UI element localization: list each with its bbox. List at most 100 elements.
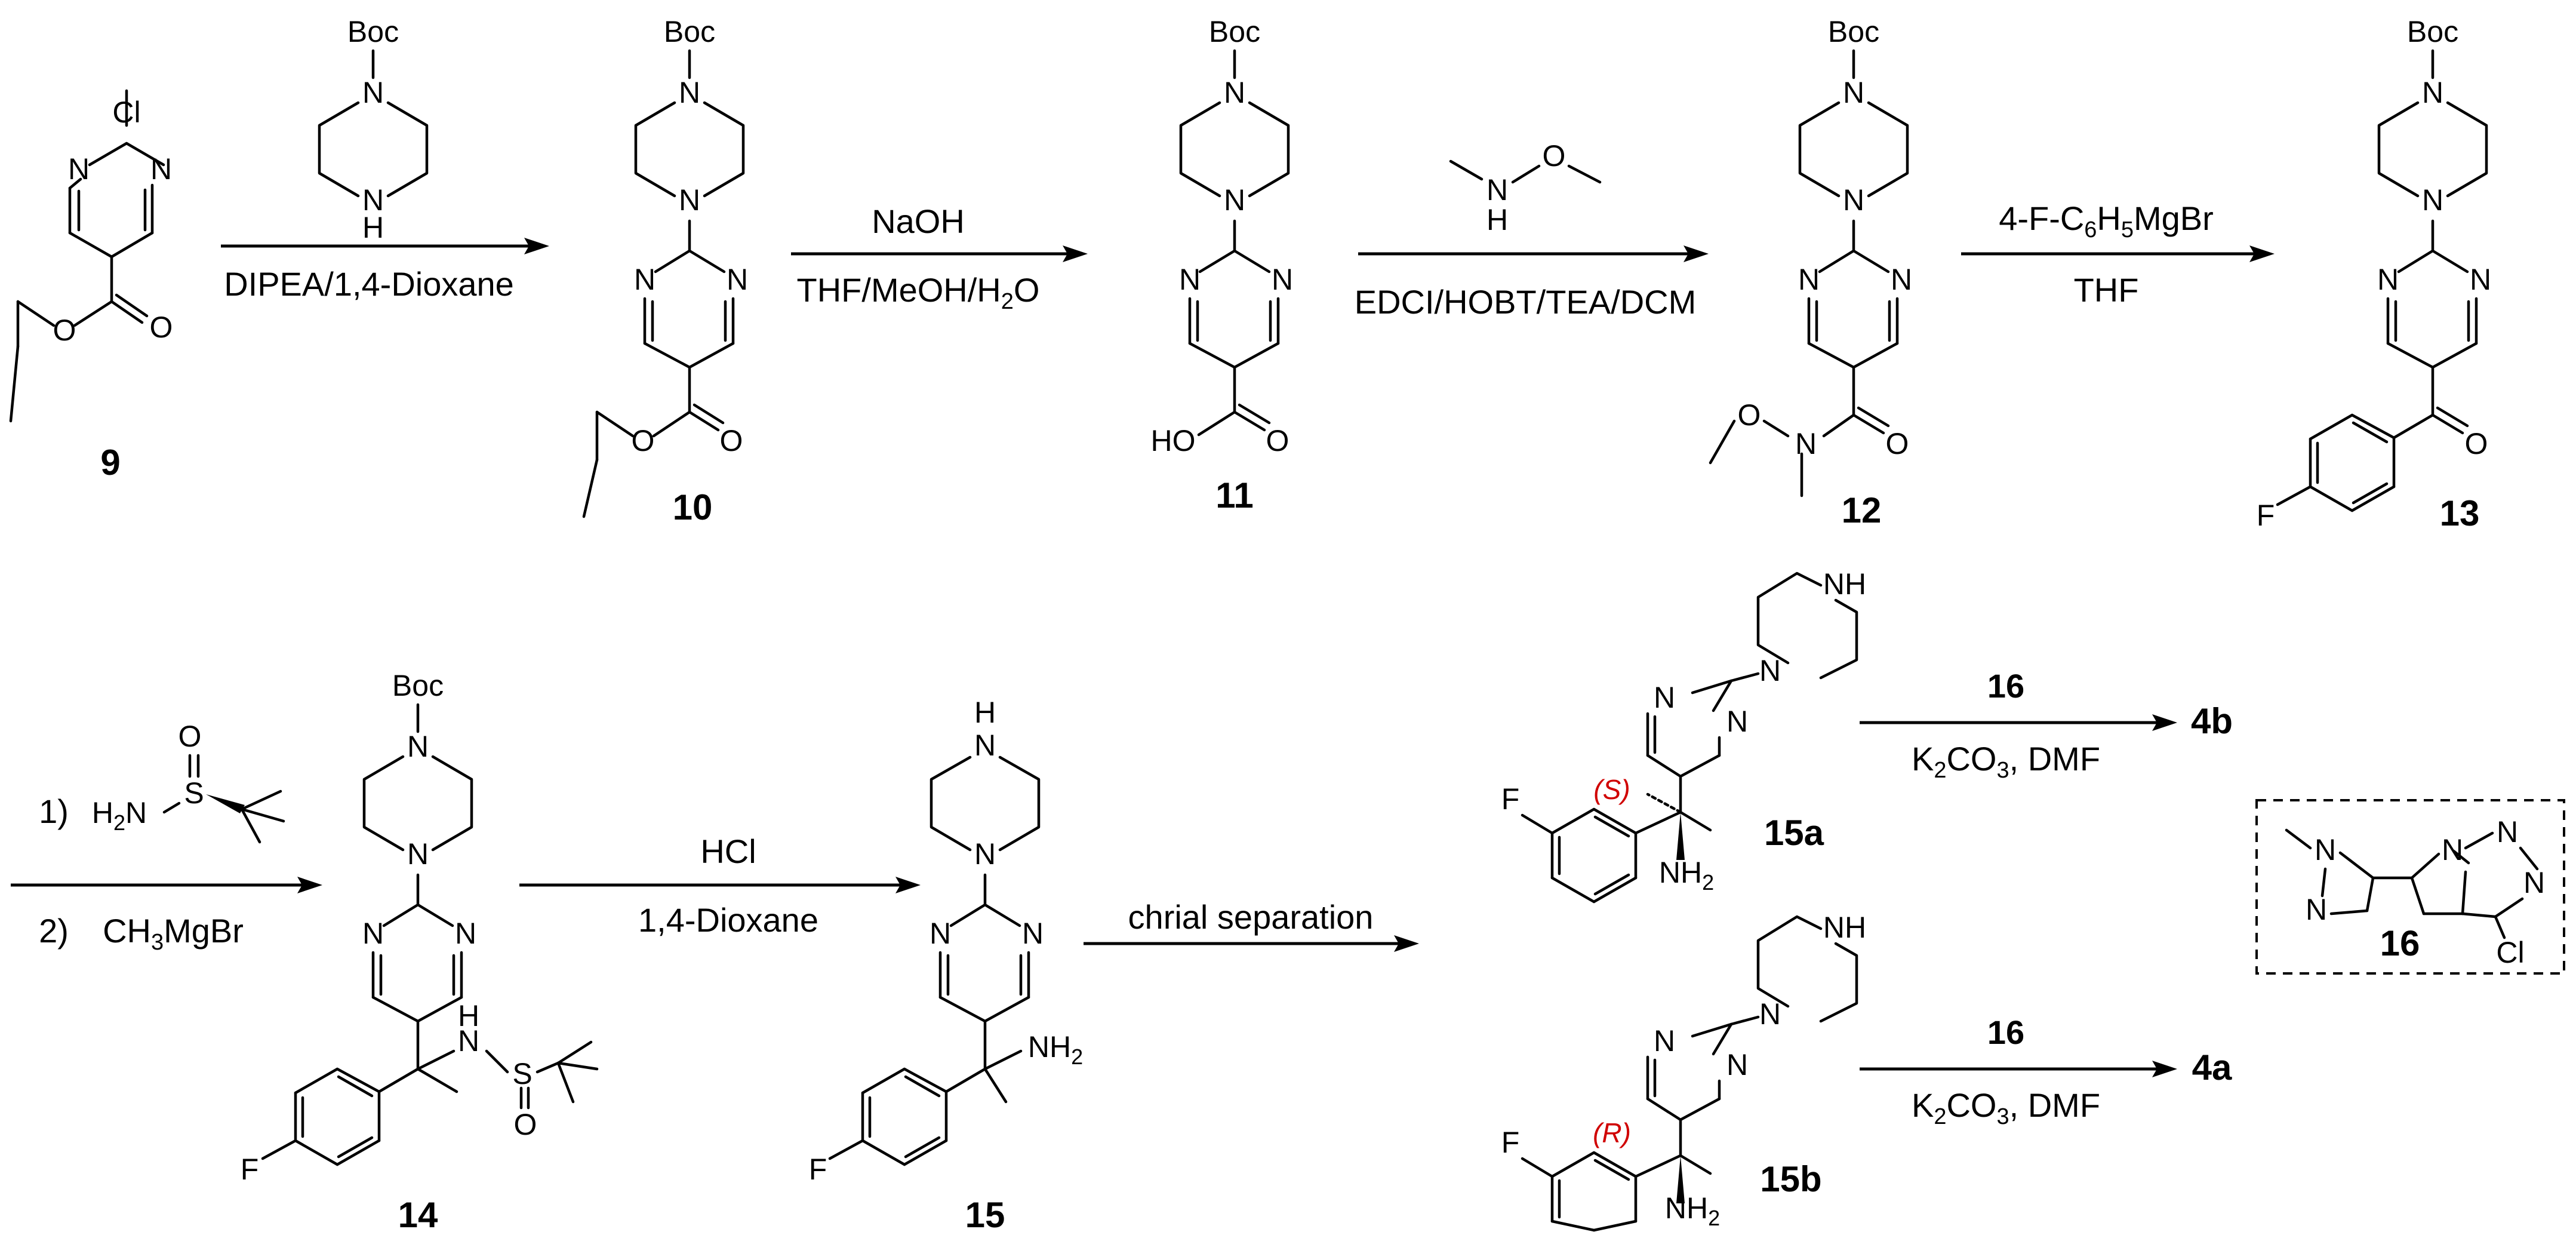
atom-o: O [720, 424, 743, 457]
atom-nh2: NH2 [1028, 1030, 1083, 1069]
atom-o: O [1886, 427, 1909, 460]
condition-text: CH3MgBr [103, 912, 244, 955]
atom-n: N [2422, 76, 2443, 109]
reaction-arrow-6: HCl 1,4-Dioxane [519, 832, 921, 939]
compound-label-14: 14 [398, 1195, 438, 1235]
atom-n: N [1891, 263, 1912, 296]
atom-nh: NH [1823, 911, 1866, 944]
atom-n: N [2523, 866, 2545, 899]
atom-n: N [407, 837, 429, 871]
reaction-arrow-1: DIPEA/1,4-Dioxane [221, 238, 549, 303]
atom-n: N [2315, 833, 2336, 867]
compound-label-12: 12 [1842, 490, 1882, 530]
atom-n: N [458, 1024, 479, 1058]
atom-n: N [2470, 263, 2491, 296]
atom-n: N [2442, 833, 2463, 867]
atom-n: N [68, 152, 90, 186]
compound-12: Boc N N N N O N O 12 [1709, 15, 1912, 530]
condition-text: NaOH [872, 202, 965, 240]
atom-n: N [1726, 705, 1748, 738]
product-label-4a: 4a [2192, 1047, 2232, 1087]
condition-text: 16 [1987, 667, 2024, 705]
condition-text: 16 [1987, 1013, 2024, 1051]
atom-nh2: NH2 [1659, 856, 1714, 895]
atom-boc: Boc [347, 15, 399, 48]
compound-14: Boc N N N N N [241, 669, 599, 1235]
atom-h: H [362, 211, 384, 244]
atom-n: N [1022, 917, 1044, 950]
atom-n: N [634, 263, 655, 296]
atom-o: O [1738, 398, 1761, 432]
atom-o: O [150, 311, 173, 344]
atom-o: O [53, 314, 76, 347]
atom-n: N [407, 730, 429, 763]
condition-text: K2CO3, DMF [1912, 740, 2100, 783]
atom-n: N [2377, 263, 2399, 296]
condition-text: 1,4-Dioxane [638, 901, 818, 939]
compound-label-11: 11 [1215, 475, 1253, 515]
atom-n: N [679, 76, 700, 109]
compound-label-10: 10 [673, 487, 713, 527]
atom-n: N [1224, 183, 1245, 217]
atom-n: N [362, 76, 384, 109]
atom-h: H [1486, 203, 1508, 236]
atom-n: N [1654, 681, 1675, 714]
atom-h: H [974, 696, 996, 729]
condition-text: chrial separation [1128, 898, 1374, 936]
atom-n: N [1795, 427, 1817, 460]
atom-n: N [1179, 263, 1201, 296]
compound-9: Cl N N O O 9 [9, 89, 173, 483]
compound-13: Boc N N N N O F 13 [2257, 15, 2491, 533]
atom-n: N [150, 152, 172, 186]
atom-n: N [679, 183, 700, 217]
atom-f: F [1501, 782, 1520, 816]
atom-n: N [727, 263, 748, 296]
atom-o: O [1543, 139, 1566, 173]
reaction-arrow-3: EDCI/HOBT/TEA/DCM [1355, 245, 1709, 321]
condition-text: K2CO3, DMF [1912, 1086, 2100, 1129]
condition-text: THF [2074, 271, 2139, 309]
compound-label-15b: 15b [1760, 1159, 1821, 1199]
atom-h2n: H2N [92, 796, 147, 835]
atom-n: N [1486, 173, 1508, 207]
atom-s: S [184, 776, 204, 810]
atom-o: O [178, 720, 202, 753]
atom-f: F [2257, 499, 2275, 532]
atom-n: N [1224, 76, 1245, 109]
atom-f: F [809, 1153, 827, 1186]
atom-n: N [2422, 183, 2443, 217]
compound-label-15a: 15a [1764, 813, 1824, 853]
atom-n: N [362, 917, 384, 950]
atom-n: N [362, 183, 384, 217]
reaction-arrow-7: chrial separation [1084, 898, 1419, 952]
compound-16-box: N N N N N Cl 16 [2255, 799, 2565, 975]
atom-ho: HO [1151, 424, 1196, 457]
stereo-label-r: (R) [1593, 1117, 1631, 1148]
compound-15b: NH N N N F (R) NH2 15b [1501, 911, 1866, 1232]
atom-n: N [1843, 76, 1864, 109]
atom-n: N [1759, 997, 1781, 1031]
compound-15: H N N N N NH2 F 15 [809, 696, 1083, 1235]
compound-15a: NH N N N F (S) NH2 15a [1501, 567, 1866, 904]
atom-cl: Cl [2496, 936, 2524, 969]
compound-label-15: 15 [965, 1195, 1005, 1235]
reagent-weinreb-amine: N H O [1449, 139, 1602, 236]
compound-11: Boc N N N N O HO 11 [1151, 15, 1294, 515]
reaction-arrow-4: 4-F-C6H5MgBr THF [1961, 199, 2275, 309]
compound-label-16: 16 [2380, 923, 2420, 963]
step-index: 2) [39, 912, 69, 950]
condition-text: HCl [700, 832, 756, 870]
stereo-label-s: (S) [1593, 774, 1630, 805]
step-index: 1) [39, 792, 69, 830]
atom-n: N [974, 837, 996, 871]
reaction-arrow-8: 16 K2CO3, DMF [1860, 667, 2177, 783]
reaction-arrow-2: NaOH THF/MeOH/H2O [791, 202, 1088, 314]
atom-n: N [455, 917, 476, 950]
atom-n: N [1759, 654, 1781, 687]
atom-o: O [2465, 427, 2488, 460]
condition-text: THF/MeOH/H2O [797, 271, 1040, 314]
atom-boc: Boc [664, 15, 715, 48]
atom-boc: Boc [392, 669, 444, 702]
atom-n: N [1272, 263, 1293, 296]
